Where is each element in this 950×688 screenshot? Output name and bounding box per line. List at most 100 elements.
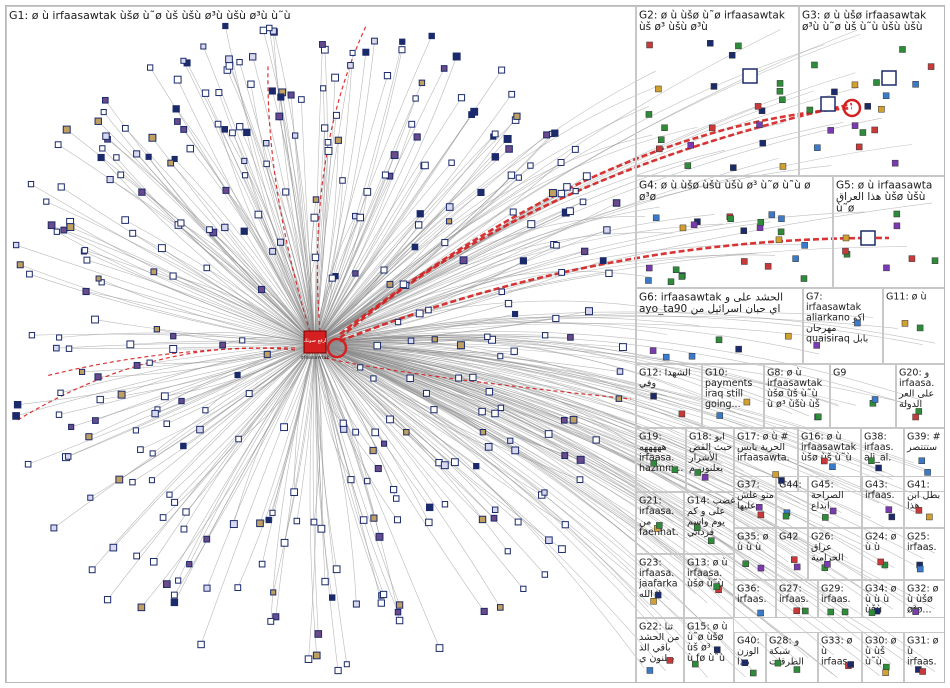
account-node[interactable] [506, 146, 513, 153]
account-node[interactable] [183, 509, 189, 515]
account-node[interactable] [381, 267, 387, 273]
account-node[interactable] [107, 176, 113, 182]
account-node[interactable] [758, 610, 764, 616]
account-node[interactable] [511, 348, 517, 354]
account-node[interactable] [92, 316, 99, 323]
account-node[interactable] [320, 42, 326, 48]
account-node[interactable] [499, 67, 505, 73]
account-node[interactable] [173, 106, 179, 112]
account-node[interactable] [138, 447, 144, 453]
account-node[interactable] [13, 242, 18, 247]
account-node[interactable] [928, 64, 934, 70]
account-node[interactable] [278, 94, 284, 100]
account-node[interactable] [167, 492, 172, 497]
account-node[interactable] [246, 391, 252, 397]
account-node[interactable] [458, 95, 464, 101]
account-node[interactable] [313, 652, 320, 659]
account-node[interactable] [606, 270, 612, 276]
account-node[interactable] [358, 365, 363, 370]
account-node[interactable] [409, 121, 415, 127]
account-node[interactable] [161, 393, 168, 400]
account-node[interactable] [552, 130, 558, 136]
account-node[interactable] [542, 333, 547, 338]
account-node[interactable] [164, 421, 170, 427]
account-node[interactable] [925, 469, 931, 475]
account-node[interactable] [773, 472, 779, 478]
account-node[interactable] [305, 656, 312, 663]
account-node[interactable] [207, 227, 213, 233]
account-node[interactable] [919, 458, 925, 464]
account-node[interactable] [679, 274, 685, 280]
account-node[interactable] [151, 269, 157, 275]
account-node[interactable] [802, 608, 808, 614]
account-node[interactable] [371, 376, 376, 381]
account-node[interactable] [695, 469, 701, 475]
account-node[interactable] [158, 245, 165, 252]
account-node[interactable] [116, 476, 123, 483]
account-node[interactable] [82, 248, 88, 254]
account-node[interactable] [259, 561, 265, 567]
account-node[interactable] [223, 187, 229, 193]
account-node[interactable] [363, 49, 369, 55]
account-node[interactable] [514, 113, 520, 119]
account-node[interactable] [765, 263, 771, 269]
account-node[interactable] [281, 539, 288, 546]
account-node[interactable] [498, 405, 503, 410]
account-node[interactable] [335, 667, 341, 673]
account-node[interactable] [716, 337, 722, 343]
account-node[interactable] [559, 270, 565, 276]
account-node[interactable] [604, 227, 610, 233]
account-node[interactable] [93, 418, 99, 424]
account-node[interactable] [691, 222, 697, 228]
account-node[interactable] [264, 140, 269, 145]
account-node[interactable] [374, 342, 381, 349]
account-node[interactable] [181, 526, 187, 532]
account-node[interactable] [452, 459, 459, 466]
account-node[interactable] [123, 126, 129, 132]
account-node[interactable] [730, 165, 736, 171]
account-node[interactable] [375, 465, 381, 471]
account-node[interactable] [127, 341, 134, 348]
account-node[interactable] [865, 103, 871, 109]
account-node[interactable] [807, 107, 813, 113]
account-node[interactable] [114, 155, 119, 160]
account-node[interactable] [744, 399, 750, 405]
account-node[interactable] [100, 146, 105, 151]
account-node[interactable] [55, 142, 61, 148]
account-node[interactable] [878, 559, 884, 565]
account-node[interactable] [172, 499, 178, 505]
account-node[interactable] [322, 125, 328, 131]
account-node[interactable] [573, 189, 578, 194]
account-node[interactable] [63, 126, 70, 133]
account-node[interactable] [801, 276, 807, 282]
account-node[interactable] [270, 510, 275, 515]
account-node[interactable] [134, 362, 140, 368]
account-node[interactable] [29, 333, 34, 338]
account-node[interactable] [481, 608, 487, 614]
account-node[interactable] [28, 181, 33, 186]
account-node[interactable] [415, 222, 421, 228]
account-node[interactable] [203, 408, 208, 413]
account-node[interactable] [395, 319, 400, 324]
account-node[interactable] [291, 489, 298, 496]
account-node[interactable] [318, 525, 325, 532]
account-node[interactable] [521, 586, 526, 591]
account-node[interactable] [778, 477, 784, 483]
account-node[interactable] [822, 514, 828, 520]
account-node[interactable] [118, 172, 124, 178]
account-node[interactable] [242, 158, 247, 163]
account-node[interactable] [446, 204, 453, 211]
account-node[interactable] [321, 86, 326, 91]
account-node[interactable] [505, 549, 510, 554]
account-node[interactable] [647, 42, 653, 48]
account-node[interactable] [542, 572, 547, 577]
account-node[interactable] [122, 217, 129, 224]
account-node[interactable] [869, 610, 875, 616]
account-node[interactable] [57, 335, 62, 340]
account-node[interactable] [89, 567, 95, 573]
account-node[interactable] [95, 118, 101, 124]
account-node[interactable] [222, 127, 228, 133]
account-node[interactable] [329, 275, 335, 281]
account-node[interactable] [83, 288, 89, 294]
account-node[interactable] [651, 393, 657, 399]
